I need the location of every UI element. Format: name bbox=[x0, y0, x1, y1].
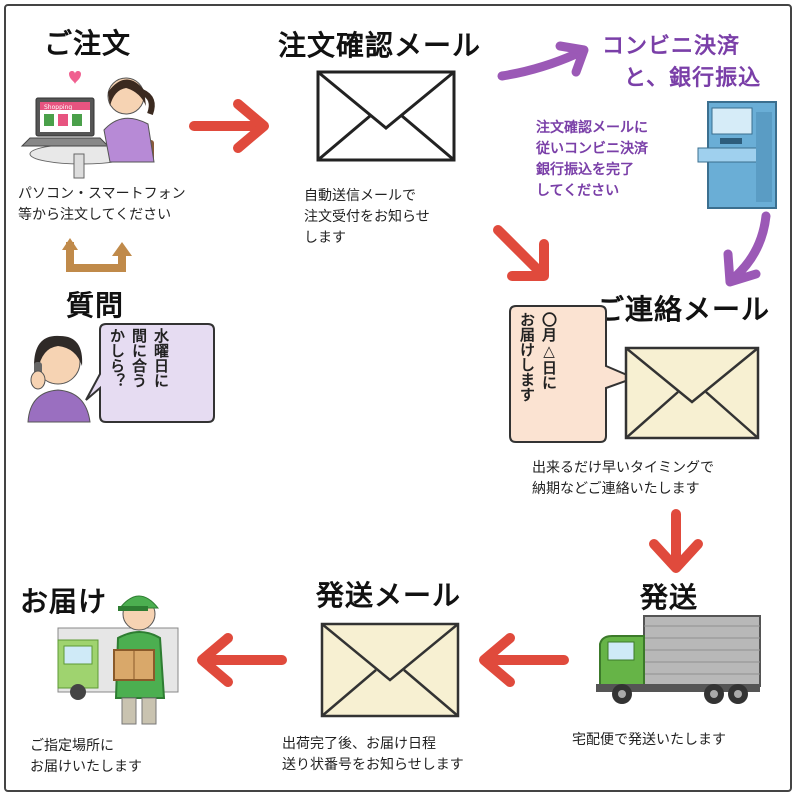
arrow-ship-mail-to-delivery bbox=[197, 633, 287, 687]
truck-illustration bbox=[596, 615, 761, 704]
arrow-shipping-to-ship-mail bbox=[479, 633, 569, 687]
contact-mail-envelope bbox=[624, 346, 760, 440]
confirm-mail-desc: 自動送信メールで 注文受付をお知らせ します bbox=[304, 188, 430, 246]
arrow-confirm-to-contact bbox=[493, 225, 549, 281]
confirm-mail-title: 注文確認メール bbox=[278, 29, 482, 62]
question-bubble bbox=[85, 323, 215, 423]
diagram-frame bbox=[4, 4, 792, 792]
delivery-desc: ご指定場所に お届けいたします bbox=[30, 738, 142, 775]
arrow-confirm-to-payment bbox=[497, 41, 589, 81]
payment-desc: 注文確認メールに 従いコンビニ決済 銀行振込を完了 してください bbox=[536, 120, 648, 199]
arrow-contact-to-shipping bbox=[649, 509, 703, 573]
payment-title-line2: と、銀行振込 bbox=[624, 66, 762, 91]
order-desc: パソコン・スマートフォン 等から注文してください bbox=[18, 186, 186, 223]
delivery-title: お届け bbox=[20, 585, 108, 618]
ship-mail-envelope bbox=[320, 622, 460, 718]
shipping-title: 発送 bbox=[640, 581, 699, 614]
ship-mail-title: 発送メール bbox=[316, 579, 462, 612]
arrow-payment-to-contact bbox=[723, 211, 771, 287]
contact-bubble-text: 〇月△日に お届けします bbox=[518, 312, 558, 402]
arrow-order-to-confirm bbox=[189, 99, 269, 153]
order-illustration: Shopping bbox=[20, 71, 155, 179]
laptop-screen-text: Shopping bbox=[44, 104, 72, 111]
delivery-person-illustration bbox=[57, 595, 179, 725]
ship-mail-desc: 出荷完了後、お届け日程 送り状番号をお知らせします bbox=[282, 736, 464, 773]
atm-illustration bbox=[697, 101, 777, 209]
order-title: ご注文 bbox=[44, 27, 132, 60]
question-loop-arrow bbox=[62, 238, 132, 272]
question-title: 質問 bbox=[66, 289, 125, 322]
question-bubble-text: 水曜日に 間に合う かしら？ bbox=[108, 328, 170, 388]
contact-mail-desc: 出来るだけ早いタイミングで 納期などご連絡いたします bbox=[532, 460, 714, 497]
confirm-mail-envelope bbox=[316, 70, 456, 162]
payment-title-line1: コンビニ決済 bbox=[602, 34, 741, 59]
shipping-desc: 宅配便で発送いたします bbox=[572, 732, 726, 748]
contact-mail-title: ご連絡メール bbox=[596, 293, 771, 326]
contact-bubble bbox=[509, 305, 637, 443]
phone-woman-illustration bbox=[27, 335, 91, 423]
